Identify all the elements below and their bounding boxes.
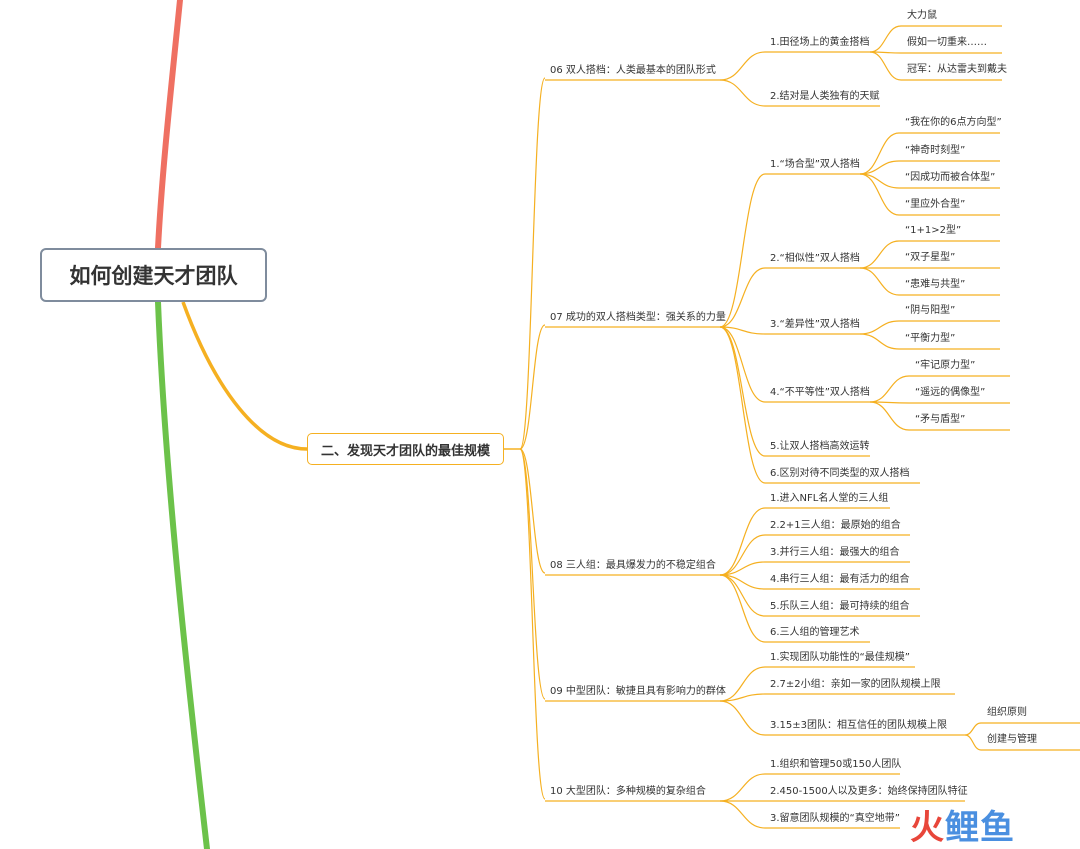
leaf-connector bbox=[859, 160, 900, 175]
section-connector bbox=[519, 324, 546, 450]
section-connector bbox=[519, 448, 546, 700]
topic-connector bbox=[719, 507, 766, 576]
topic-connector bbox=[719, 700, 766, 736]
topic-connector bbox=[719, 574, 766, 643]
topic-connector bbox=[719, 267, 766, 328]
topic-node-4-2[interactable]: 2.7±2小组：亲如一家的团队规模上限 bbox=[770, 679, 941, 690]
watermark-logo: 火鲤鱼 bbox=[910, 800, 1015, 849]
topic-connector bbox=[719, 693, 766, 702]
leaf-node-2-1-3[interactable]: “因成功而被合体型” bbox=[905, 172, 996, 183]
topic-node-2-3[interactable]: 3.“差异性”双人搭档 bbox=[770, 319, 860, 330]
topic-node-3-5[interactable]: 5.乐队三人组：最可持续的组合 bbox=[770, 601, 910, 612]
topic-node-5-3[interactable]: 3.留意团队规模的“真空地带” bbox=[770, 813, 900, 824]
leaf-node-1-1-1[interactable]: 大力鼠 bbox=[907, 10, 937, 21]
leaf-connector bbox=[964, 722, 982, 736]
leaf-connector bbox=[859, 173, 900, 216]
leaf-node-2-1-2[interactable]: “神奇时刻型” bbox=[905, 145, 966, 156]
leaf-connector bbox=[859, 132, 900, 175]
watermark-part-2: 鲤鱼 bbox=[945, 808, 1015, 848]
topic-node-5-1[interactable]: 1.组织和管理50或150人团队 bbox=[770, 759, 902, 770]
leaf-node-2-2-3[interactable]: “患难与共型” bbox=[905, 279, 966, 290]
leaf-connector bbox=[869, 25, 902, 53]
topic-connector bbox=[719, 561, 766, 576]
leaf-node-2-3-1[interactable]: “阴与阳型” bbox=[905, 305, 956, 316]
topic-node-2-6[interactable]: 6.区别对待不同类型的双人搭档 bbox=[770, 468, 910, 479]
topic-connector bbox=[719, 79, 766, 107]
leaf-node-2-3-2[interactable]: “平衡力型” bbox=[905, 333, 956, 344]
top-branch-line bbox=[155, 0, 183, 251]
topic-connector bbox=[719, 326, 766, 403]
topic-node-3-1[interactable]: 1.进入NFL名人堂的三人组 bbox=[770, 493, 889, 504]
leaf-node-1-1-2[interactable]: 假如一切重来…… bbox=[907, 37, 987, 48]
topic-node-1-1[interactable]: 1.田径场上的黄金搭档 bbox=[770, 37, 870, 48]
root-node[interactable]: 如何创建天才团队 bbox=[40, 248, 267, 302]
leaf-connector bbox=[869, 51, 902, 81]
topic-node-3-2[interactable]: 2.2+1三人组：最原始的组合 bbox=[770, 520, 901, 531]
section-connectors bbox=[504, 25, 1080, 829]
topic-connector bbox=[719, 51, 766, 81]
topic-node-2-4[interactable]: 4.“不平等性”双人搭档 bbox=[770, 387, 870, 398]
topic-connector bbox=[719, 173, 766, 328]
section-connector bbox=[519, 77, 546, 450]
leaf-connector bbox=[869, 375, 910, 403]
topic-node-4-1[interactable]: 1.实现团队功能性的“最佳规模” bbox=[770, 652, 910, 663]
leaf-node-2-1-1[interactable]: “我在你的6点方向型” bbox=[905, 117, 1002, 128]
topic-node-2-1[interactable]: 1.“场合型”双人搭档 bbox=[770, 159, 860, 170]
section-node-2[interactable]: 07 成功的双人搭档类型：强关系的力量 bbox=[550, 312, 726, 323]
main-branch-node[interactable]: 二、发现天才团队的最佳规模 bbox=[307, 433, 504, 465]
section-node-3[interactable]: 08 三人组：最具爆发力的不稳定组合 bbox=[550, 560, 716, 571]
section-node-4[interactable]: 09 中型团队：敏捷且具有影响力的群体 bbox=[550, 686, 726, 697]
section-connector bbox=[519, 448, 546, 800]
leaf-node-4-3-1[interactable]: 组织原则 bbox=[987, 707, 1027, 718]
topic-node-2-5[interactable]: 5.让双人搭档高效运转 bbox=[770, 441, 870, 452]
watermark-part-1: 火 bbox=[910, 808, 945, 848]
bottom-branch-line bbox=[155, 299, 210, 849]
leaf-node-2-4-2[interactable]: “遥远的偶像型” bbox=[915, 387, 986, 398]
section-node-5[interactable]: 10 大型团队：多种规模的复杂组合 bbox=[550, 786, 706, 797]
leaf-node-2-1-4[interactable]: “里应外合型” bbox=[905, 199, 966, 210]
leaf-node-2-4-1[interactable]: “牢记原力型” bbox=[915, 360, 976, 371]
section-connector bbox=[519, 448, 546, 574]
leaf-connector bbox=[859, 333, 900, 350]
topic-connector bbox=[719, 773, 766, 802]
leaf-connector bbox=[869, 401, 910, 431]
topic-connector bbox=[719, 534, 766, 576]
root-to-branch-line bbox=[181, 301, 308, 451]
topic-connector bbox=[719, 666, 766, 702]
leaf-connector bbox=[964, 734, 982, 751]
leaf-connector bbox=[859, 267, 900, 296]
leaf-node-2-4-3[interactable]: “矛与盾型” bbox=[915, 414, 966, 425]
topic-node-3-4[interactable]: 4.串行三人组：最有活力的组合 bbox=[770, 574, 910, 585]
leaf-connector bbox=[859, 320, 900, 335]
topic-node-1-2[interactable]: 2.结对是人类独有的天赋 bbox=[770, 91, 880, 102]
topic-connector bbox=[719, 326, 766, 484]
leaf-node-4-3-2[interactable]: 创建与管理 bbox=[987, 734, 1037, 745]
leaf-node-1-1-3[interactable]: 冠军：从达雷夫到戴夫 bbox=[907, 64, 1007, 75]
leaf-node-2-2-1[interactable]: “1+1>2型” bbox=[905, 225, 962, 236]
leaf-connector bbox=[859, 240, 900, 269]
topic-connector bbox=[719, 326, 766, 457]
topic-connector bbox=[719, 800, 766, 829]
topic-node-2-2[interactable]: 2.“相似性”双人搭档 bbox=[770, 253, 860, 264]
topic-node-5-2[interactable]: 2.450-1500人以及更多：始终保持团队特征 bbox=[770, 786, 968, 797]
topic-node-3-6[interactable]: 6.三人组的管理艺术 bbox=[770, 627, 860, 638]
topic-connector bbox=[719, 574, 766, 617]
topic-connector bbox=[719, 326, 766, 335]
leaf-node-2-2-2[interactable]: “双子星型” bbox=[905, 252, 956, 263]
topic-node-3-3[interactable]: 3.并行三人组：最强大的组合 bbox=[770, 547, 900, 558]
section-node-1[interactable]: 06 双人搭档：人类最基本的团队形式 bbox=[550, 65, 716, 76]
topic-node-4-3[interactable]: 3.15±3团队：相互信任的团队规模上限 bbox=[770, 720, 948, 731]
